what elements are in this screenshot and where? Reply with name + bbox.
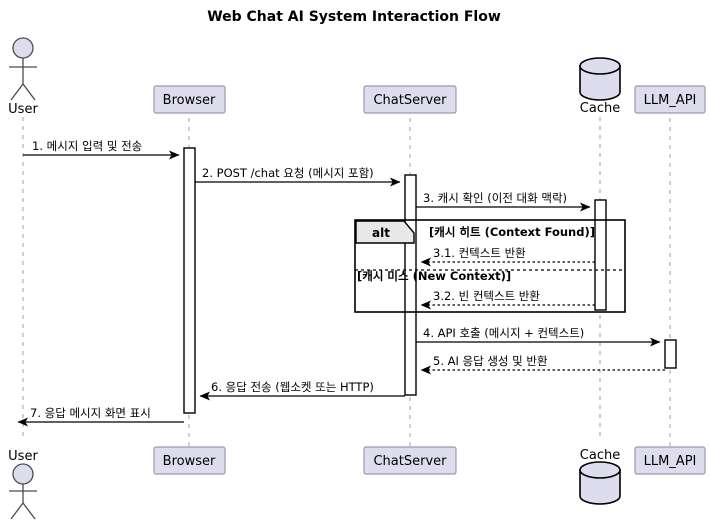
actor-leg-right-icon-bottom	[22, 502, 36, 520]
message-6-label: 6. 응답 전송 (웹소켓 또는 HTTP)	[211, 380, 374, 394]
participant-user-top[interactable]: User	[8, 37, 38, 117]
message-3-2[interactable]: 3.2. 빈 컨텍스트 반환	[420, 289, 595, 310]
fragment-alt-operator-box	[355, 220, 415, 244]
participant-label-cache-top: Cache	[580, 101, 620, 116]
message-2[interactable]: 2. POST /chat 요청 (메시지 포함)	[195, 166, 401, 187]
activation-bar-chatserver	[404, 174, 417, 396]
participant-llm-api-top[interactable]: LLM_API	[634, 85, 706, 114]
participant-label-llm-api-bottom: LLM_API	[644, 454, 697, 469]
actor-leg-right-icon	[22, 83, 36, 101]
message-6[interactable]: 6. 응답 전송 (웹소켓 또는 HTTP)	[199, 380, 405, 401]
message-4[interactable]: 4. API 호출 (메시지 + 컨텍스트)	[416, 326, 661, 347]
message-3-1[interactable]: 3.1. 컨텍스트 반환	[420, 246, 595, 267]
page-title: Web Chat AI System Interaction Flow	[207, 9, 501, 25]
participant-box-llm-api-top[interactable]	[634, 85, 706, 114]
participant-box-browser-top[interactable]	[153, 85, 226, 114]
fragment-alt: alt [캐시 히트 (Context Found)] [캐시 미스 (New …	[354, 219, 626, 313]
participant-label-browser-bottom: Browser	[163, 454, 216, 469]
activation-bar-browser	[183, 147, 196, 414]
participant-label-user-bottom: User	[8, 449, 38, 464]
message-1-label: 1. 메시지 입력 및 전송	[32, 139, 142, 153]
message-3-label: 3. 캐시 확인 (이전 대화 맥락)	[423, 191, 567, 205]
participant-chatserver-top[interactable]: ChatServer	[363, 85, 457, 114]
message-2-label: 2. POST /chat 요청 (메시지 포함)	[202, 166, 374, 180]
activation-bar-llm-api	[664, 339, 677, 369]
participant-box-chatserver-bottom[interactable]	[363, 446, 457, 475]
message-7[interactable]: 7. 응답 메시지 화면 표시	[17, 406, 184, 427]
actor-head-icon	[12, 37, 34, 59]
participant-cache-top[interactable]: Cache	[579, 57, 621, 116]
message-5-label: 5. AI 응답 생성 및 반환	[433, 354, 548, 368]
activation-bar-cache	[594, 199, 607, 311]
fragment-alt-guard-2: [캐시 미스 (New Context)]	[357, 269, 511, 283]
participant-box-browser-bottom[interactable]	[153, 446, 226, 475]
participant-box-chatserver-top[interactable]	[363, 85, 457, 114]
message-7-label: 7. 응답 메시지 화면 표시	[30, 406, 151, 420]
fragment-alt-operator-label: alt	[372, 226, 390, 240]
fragment-alt-guard-1: [캐시 히트 (Context Found)]	[429, 225, 595, 239]
participant-label-chatserver-bottom: ChatServer	[373, 454, 447, 469]
message-3-1-label: 3.1. 컨텍스트 반환	[433, 246, 526, 260]
message-1[interactable]: 1. 메시지 입력 및 전송	[23, 139, 180, 160]
actor-leg-left-icon	[10, 83, 24, 101]
participant-chatserver-bottom[interactable]: ChatServer	[363, 446, 457, 475]
message-3[interactable]: 3. 캐시 확인 (이전 대화 맥락)	[416, 191, 591, 212]
message-5[interactable]: 5. AI 응답 생성 및 반환	[420, 354, 665, 375]
actor-leg-left-icon-bottom	[10, 502, 24, 520]
message-3-2-label: 3.2. 빈 컨텍스트 반환	[433, 289, 540, 303]
participant-user-bottom[interactable]: User	[8, 449, 38, 520]
participant-cache-bottom[interactable]: Cache	[579, 448, 621, 505]
participant-browser-bottom[interactable]: Browser	[153, 446, 226, 475]
activation-bars-group	[183, 147, 677, 414]
participant-llm-api-bottom[interactable]: LLM_API	[634, 446, 706, 475]
database-top-icon	[579, 57, 621, 75]
participant-browser-top[interactable]: Browser	[153, 85, 226, 114]
participant-label-chatserver-top: ChatServer	[373, 93, 447, 108]
message-4-label: 4. API 호출 (메시지 + 컨텍스트)	[423, 326, 584, 340]
participant-box-llm-api-bottom[interactable]	[634, 446, 706, 475]
participant-label-browser-top: Browser	[163, 93, 216, 108]
participant-label-llm-api-top: LLM_API	[644, 93, 697, 108]
participant-label-user-top: User	[8, 102, 38, 117]
fragment-alt-border	[354, 219, 626, 313]
database-top-icon-bottom	[579, 461, 621, 479]
database-body-icon	[579, 65, 621, 101]
actor-head-icon-bottom	[12, 463, 34, 485]
participant-label-cache-bottom: Cache	[580, 448, 620, 463]
database-body-icon-bottom	[579, 469, 621, 505]
